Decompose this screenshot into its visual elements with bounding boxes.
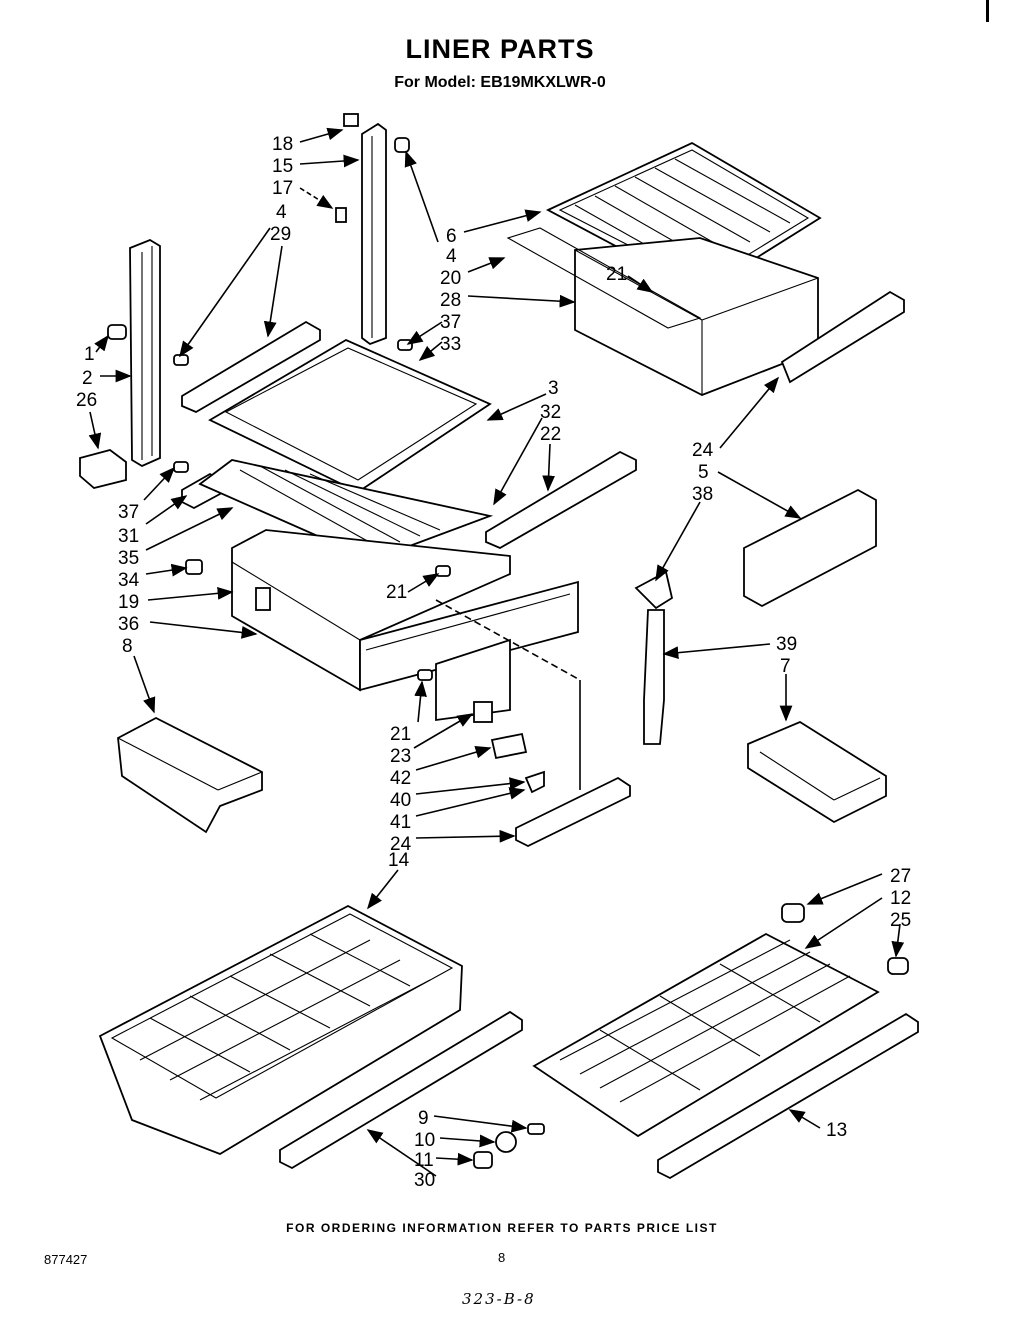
- stop-34-part: [185, 559, 203, 575]
- rail-24-lower-part: [515, 776, 631, 848]
- rail-upper-part: [780, 290, 905, 384]
- callout-9: 9: [418, 1108, 429, 1129]
- callout-24-upper: 24: [692, 440, 714, 461]
- bracket-part: [79, 449, 127, 489]
- clip-40-part: [524, 770, 545, 794]
- rail-30-part: [279, 1010, 523, 1170]
- callout-23: 23: [390, 746, 411, 767]
- ice-tray-part: [747, 720, 887, 824]
- page-title: LINER PARTS: [405, 34, 595, 64]
- callout-36: 36: [118, 614, 139, 635]
- control-panel-part: [435, 638, 511, 722]
- rail-22-part: [485, 450, 637, 550]
- callout-8: 8: [122, 636, 133, 657]
- callout-2: 2: [82, 368, 93, 389]
- callout-14: 14: [388, 850, 410, 871]
- callout-28: 28: [440, 290, 461, 311]
- leader-lines: [88, 127, 905, 1177]
- glass-shelf-part: [208, 338, 492, 494]
- callout-22: 22: [540, 424, 561, 445]
- cap-11-part: [473, 1151, 493, 1169]
- scan-edge-mark: [986, 0, 989, 22]
- wire-shelf-part: [532, 932, 880, 1138]
- clip-part: [343, 113, 359, 127]
- callout-21-top: 21: [606, 264, 627, 285]
- latch-36-part: [255, 587, 271, 611]
- callout-3: 3: [548, 378, 559, 399]
- wire-basket-part: [98, 904, 463, 1155]
- bumper-part: [107, 324, 127, 340]
- callout-17: 17: [272, 178, 293, 199]
- callout-26: 26: [76, 390, 97, 411]
- screw-lower-part: [173, 461, 189, 473]
- callout-7: 7: [780, 656, 791, 677]
- callout-40: 40: [390, 790, 411, 811]
- callout-37-top: 37: [440, 312, 461, 333]
- lever-38-part: [634, 570, 674, 610]
- callout-labels: 18 15 17 4 29 6 4 20 28 21 37 33 1 2 26 …: [76, 134, 911, 1191]
- washer-10-part: [495, 1131, 517, 1153]
- callout-1: 1: [84, 344, 95, 365]
- callout-39: 39: [776, 634, 797, 655]
- callout-35: 35: [118, 548, 139, 569]
- callout-4: 4: [276, 202, 287, 223]
- screw-left-part: [173, 354, 189, 366]
- handle-5-part: [743, 488, 877, 608]
- callout-15: 15: [272, 156, 293, 177]
- screw-21-mid-part: [435, 565, 451, 577]
- screw-9-part: [527, 1123, 545, 1135]
- callout-32: 32: [540, 402, 561, 423]
- callout-29: 29: [270, 224, 291, 245]
- stem-39-part: [643, 609, 665, 745]
- model-subtitle: For Model: EB19MKXLWR-0: [394, 74, 606, 91]
- ordering-note: FOR ORDERING INFORMATION REFER TO PARTS …: [286, 1221, 718, 1235]
- callout-21-lower: 21: [390, 724, 411, 745]
- callout-10: 10: [414, 1130, 435, 1151]
- handwritten-code: 323-B-8: [462, 1290, 536, 1308]
- callout-13: 13: [826, 1120, 847, 1141]
- callout-37-lower: 37: [118, 502, 139, 523]
- support-27-part: [781, 903, 805, 923]
- spacer-part: [335, 207, 347, 223]
- document-number: 877427: [44, 1252, 88, 1267]
- callout-6: 6: [446, 226, 457, 247]
- indicator-part: [490, 732, 528, 760]
- support-25-part: [887, 957, 909, 975]
- callout-31: 31: [118, 526, 139, 547]
- callout-38: 38: [692, 484, 713, 505]
- callout-41: 41: [390, 812, 411, 833]
- callout-25: 25: [890, 910, 911, 931]
- meat-drawer-part: [231, 529, 579, 692]
- callout-4b: 4: [446, 246, 457, 267]
- callout-11: 11: [414, 1150, 434, 1171]
- shelf-rail-upper-part: [181, 320, 321, 414]
- callout-34: 34: [118, 570, 140, 591]
- callout-27: 27: [890, 866, 911, 887]
- callout-30: 30: [414, 1170, 435, 1191]
- page-number: 8: [498, 1250, 506, 1265]
- dairy-bin-part: [117, 716, 263, 834]
- rail-13-part: [657, 1012, 919, 1180]
- vertical-rail-right-part: [361, 122, 387, 346]
- callout-42: 42: [390, 768, 411, 789]
- crisper-drawer-part: [506, 227, 819, 396]
- callout-12: 12: [890, 888, 911, 909]
- screw-21-lower-part: [417, 669, 433, 681]
- callout-21-mid: 21: [386, 582, 407, 603]
- screw-top-part: [394, 137, 410, 153]
- vertical-rail-left-part: [129, 238, 161, 468]
- callout-33: 33: [440, 334, 461, 355]
- callout-20: 20: [440, 268, 461, 289]
- callout-19: 19: [118, 592, 139, 613]
- callout-24-lower: 24: [390, 834, 412, 855]
- callout-5: 5: [698, 462, 709, 483]
- screw-mid-part: [397, 339, 413, 351]
- callout-18: 18: [272, 134, 293, 155]
- knob-part: [473, 701, 493, 723]
